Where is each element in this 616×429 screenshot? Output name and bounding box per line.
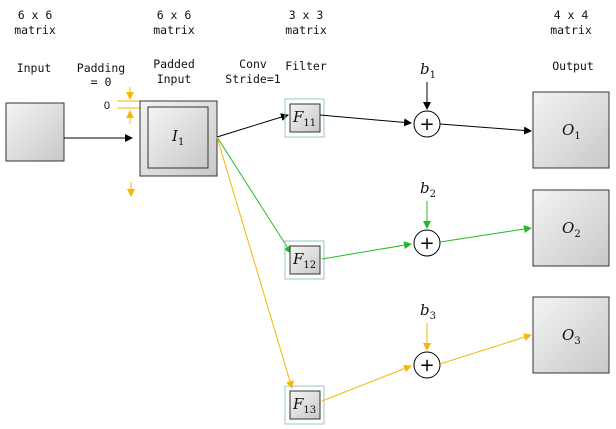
bias-b2-symbol: b2 [420, 179, 436, 200]
filter-f13-frame [284, 385, 325, 425]
output-o3-box [532, 296, 610, 374]
padded-matrix-text: matrix [153, 23, 195, 37]
filter-f11-box [289, 103, 321, 133]
filter-size-text: 3 x 3 [289, 8, 324, 22]
filter-f12-symbol: F12 [292, 250, 316, 271]
filter-f11-frame [284, 98, 325, 138]
adder3-to-output-arrow [439, 333, 532, 365]
input-size-text: 6 x 6 [18, 8, 53, 22]
filter1-to-adder-arrow [319, 114, 412, 127]
conv-arrow-f13 [216, 136, 294, 389]
conv-arrow-f11 [216, 113, 289, 138]
output-label: Output [552, 59, 594, 73]
filter3-to-adder-arrow [321, 364, 412, 402]
filter-f13-box [289, 390, 321, 420]
padding-label: Padding [77, 61, 125, 75]
output-size-text: 4 x 4 [554, 8, 589, 22]
adder-3-plus: + [419, 355, 434, 376]
bias-b1-symbol: b1 [420, 60, 436, 81]
output-o1-symbol: O1 [562, 121, 581, 142]
filter-f11-symbol: F11 [292, 108, 316, 129]
filter-f13-symbol: F13 [292, 395, 316, 416]
padded-input-symbol: I1 [171, 127, 184, 148]
output-matrix-text: matrix [550, 23, 592, 37]
filter-f12-box [289, 245, 321, 275]
adder-3 [413, 351, 441, 379]
input-label: Input [17, 61, 52, 75]
output-o2-symbol: O2 [562, 219, 581, 240]
padded-label: Padded [153, 57, 195, 71]
output-o2-box [532, 189, 610, 267]
padding-zero-text: 0 [104, 100, 110, 112]
adder-2-plus: + [419, 233, 434, 254]
filter2-to-adder-arrow [321, 241, 412, 260]
input-box [5, 102, 65, 162]
filter-matrix-text: matrix [285, 23, 327, 37]
output-o3-symbol: O3 [562, 326, 581, 347]
stride-label: Stride=1 [225, 72, 280, 86]
padded-input-inner-box [147, 106, 209, 169]
filter-f12-frame [284, 240, 325, 280]
padding-value-label: = 0 [91, 75, 112, 89]
adder2-to-output-arrow [439, 225, 532, 243]
adder-2 [413, 229, 441, 257]
input-matrix-text: matrix [14, 23, 56, 37]
conv-label: Conv [239, 57, 267, 71]
filter-label: Filter [285, 59, 327, 73]
bias-b3-symbol: b3 [420, 301, 436, 322]
adder-1-plus: + [419, 114, 434, 135]
adder1-to-output-arrow [439, 123, 532, 135]
conv-arrow-f12 [216, 136, 292, 254]
padded-input-label: Input [157, 72, 192, 86]
output-o1-box [532, 91, 610, 169]
padded-size-text: 6 x 6 [157, 8, 192, 22]
